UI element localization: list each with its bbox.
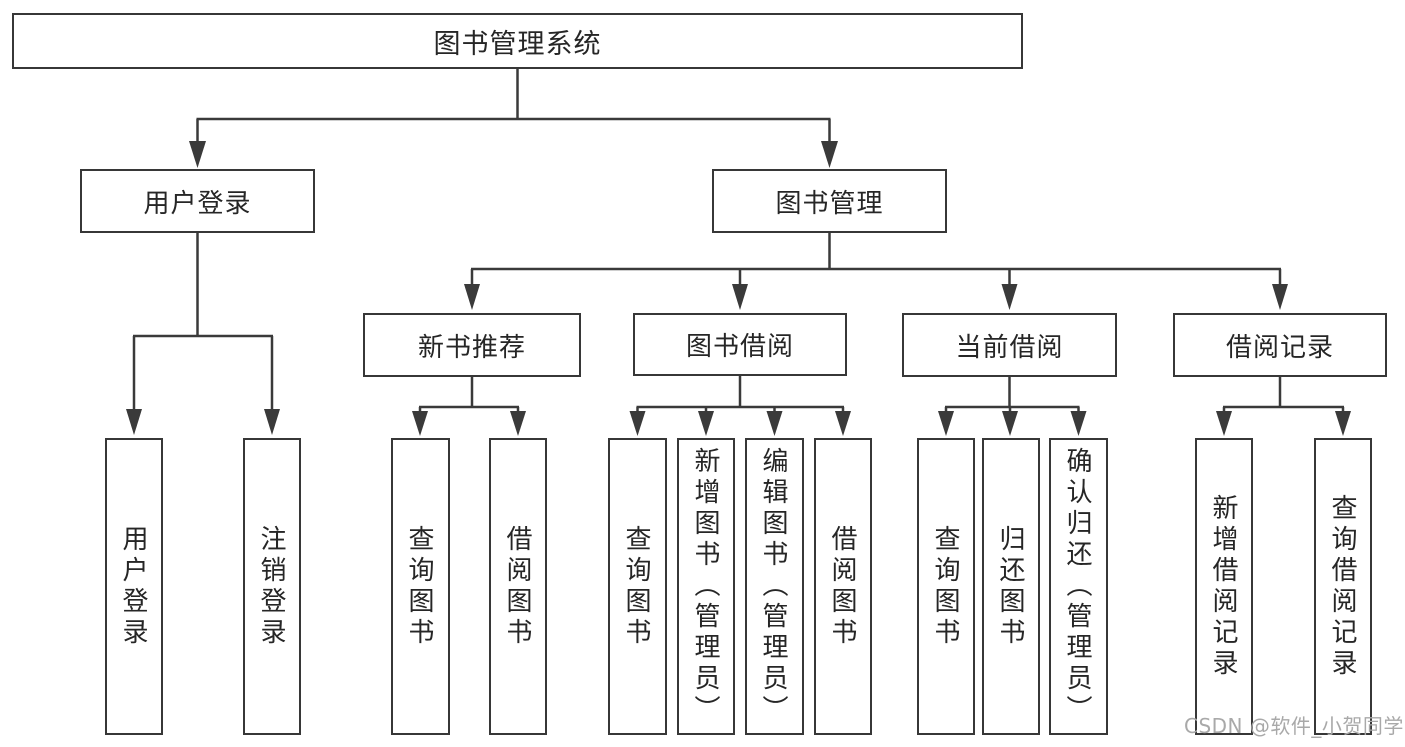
arrowhead-cb-query [938, 411, 954, 436]
leaf-logout: 注销登录 [243, 438, 301, 735]
leaf-cb-query-books: 查询图书 [917, 438, 975, 735]
arrowhead-new-book-rec [464, 284, 480, 310]
node-user-login: 用户登录 [80, 169, 315, 233]
arrowhead-nbr-query [412, 411, 428, 436]
connector-book-borrow-to-children [636, 376, 845, 412]
leaf-bb-edit-books-admin: 编辑图书（管理员） [745, 438, 804, 735]
node-borrowing-records: 借阅记录 [1173, 313, 1387, 377]
leaf-nbr-query-books: 查询图书 [391, 438, 450, 735]
connector-new-book-rec-to-children [418, 377, 520, 412]
arrowhead-login-leaf [126, 409, 142, 435]
leaf-br-add-record: 新增借阅记录 [1195, 438, 1253, 735]
connector-borrow-records-to-children [1222, 377, 1345, 412]
arrowhead-logout-leaf [264, 409, 280, 435]
arrowhead-book-mgmt [821, 141, 838, 168]
connector-user-login-to-children [132, 233, 274, 410]
node-library-management-system: 图书管理系统 [12, 13, 1023, 69]
leaf-bb-add-books-admin: 新增图书（管理员） [677, 438, 735, 735]
connector-book-mgmt-to-level3 [470, 233, 1282, 285]
arrowhead-bb-add [698, 411, 714, 436]
arrowhead-br-add [1216, 411, 1232, 436]
arrowhead-br-query [1335, 411, 1351, 436]
arrowhead-current-borrow [1001, 284, 1018, 310]
arrowhead-nbr-borrow [510, 411, 526, 436]
arrowhead-borrow-records [1272, 284, 1288, 310]
node-book-borrowing: 图书借阅 [633, 313, 847, 376]
node-current-borrowing: 当前借阅 [902, 313, 1117, 377]
leaf-nbr-borrow-books: 借阅图书 [489, 438, 547, 735]
arrowhead-bb-edit [766, 411, 783, 436]
arrowhead-cb-return [1002, 411, 1018, 436]
leaf-br-query-record: 查询借阅记录 [1314, 438, 1372, 735]
leaf-user-login: 用户登录 [105, 438, 163, 735]
leaf-cb-confirm-return-admin: 确认归还（管理员） [1049, 438, 1108, 735]
arrowhead-cb-confirm [1070, 411, 1087, 436]
connector-root-to-level2 [196, 69, 831, 142]
node-book-management: 图书管理 [712, 169, 947, 233]
connector-current-borrow-to-children [944, 377, 1080, 412]
node-new-book-recommendation: 新书推荐 [363, 313, 581, 377]
leaf-bb-borrow-books: 借阅图书 [814, 438, 872, 735]
arrowhead-book-borrow [732, 284, 748, 310]
arrowhead-bb-query [629, 411, 646, 436]
csdn-watermark: CSDN @软件_小贺同学 [1184, 714, 1404, 738]
arrowhead-user-login [189, 141, 206, 168]
arrowhead-bb-borrow [835, 411, 851, 436]
leaf-cb-return-books: 归还图书 [982, 438, 1040, 735]
leaf-bb-query-books: 查询图书 [608, 438, 667, 735]
